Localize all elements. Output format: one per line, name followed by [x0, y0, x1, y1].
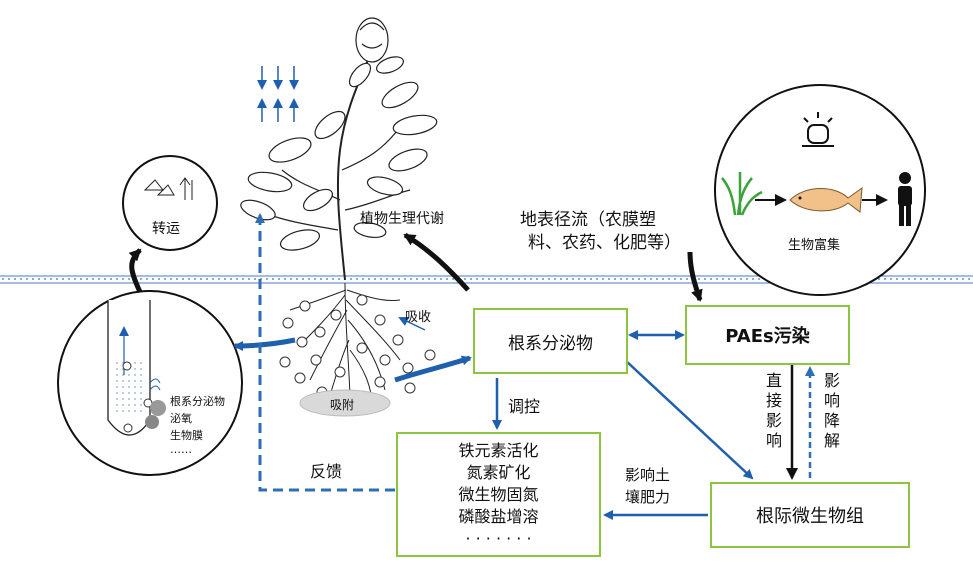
absorb-arrow: [398, 316, 426, 331]
root-system-illustration: [289, 282, 401, 401]
gas-exchange-arrows-icon: [257, 66, 299, 122]
bio-accumulation-circle: [714, 84, 926, 296]
root-detail-circle: [57, 290, 243, 476]
arrow-to-transport: [128, 248, 143, 294]
plant-metabolism-label: 植物生理代谢: [360, 211, 444, 227]
root-exudates-box: 根系分泌物: [473, 308, 628, 374]
arrow-to-root-exudates: [394, 355, 472, 383]
processes-box: 铁元素活化 氮素矿化 微生物固氮 磷酸盐增溶 · · · · · · ·: [396, 432, 601, 557]
fish-icon: [789, 186, 863, 213]
surface-runoff-label-2: 料、农药、化肥等）: [528, 233, 681, 253]
feedback-label: 反馈: [310, 462, 343, 481]
pae-particles: [279, 294, 436, 398]
process-iron-activation: 铁元素活化: [458, 440, 539, 460]
direct-affect-label: 直接影响: [763, 372, 782, 452]
process-phosphate-solubilization: 磷酸盐增溶: [458, 506, 539, 526]
process-ellipsis: · · · · · · ·: [465, 528, 532, 548]
affect-soil-label-1: 影响土: [625, 466, 671, 484]
bio-accumulation-label: 生物富集: [788, 238, 841, 253]
absorb-label: 吸收: [405, 310, 432, 325]
human-icon: [898, 172, 912, 226]
process-nitrogen-fixation: 微生物固氮: [458, 484, 539, 504]
arrow-to-root-detail: [233, 337, 296, 351]
transport-circle: [122, 155, 218, 251]
root-detail-oxygen: 泌氧: [170, 412, 192, 425]
root-detail-ellipsis: ……: [170, 443, 192, 456]
alarm-icon: [802, 112, 834, 147]
arrow-plant-metabolism: [403, 232, 470, 292]
paes-pollution-box: PAEs污染: [685, 305, 850, 365]
arrow-feedback: [255, 213, 395, 492]
affect-soil-label-2: 壤肥力: [625, 488, 671, 506]
affect-degrade-label: 影响降解: [821, 372, 840, 452]
arrow-exudates-microbiome: [624, 359, 754, 480]
arrow-surface-runoff: [687, 251, 703, 302]
rhizosphere-microbiome-box: 根际微生物组: [710, 482, 910, 548]
adsorb-label: 吸附: [330, 398, 355, 412]
adsorb-cloud: [299, 389, 391, 417]
grass-icon: [721, 172, 763, 216]
regulate-label: 调控: [508, 397, 541, 416]
root-detail-exudates: 根系分泌物: [170, 395, 225, 408]
surface-runoff-label-1: 地表径流（农膜塑: [520, 210, 656, 230]
root-detail-biofilm: 生物膜: [170, 429, 203, 442]
plant-illustration: [240, 17, 438, 281]
transport-label: 转运: [152, 221, 180, 237]
process-nitrogen-mineralization: 氮素矿化: [466, 462, 531, 482]
